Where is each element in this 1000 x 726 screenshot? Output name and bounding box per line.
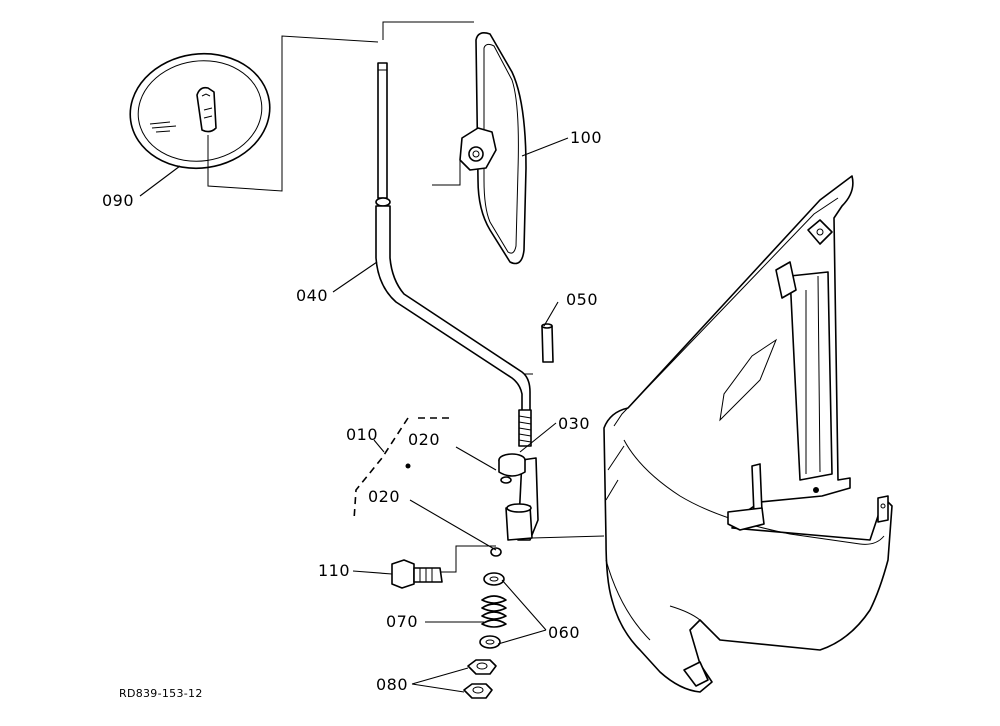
- label-020-lower: 020: [368, 487, 400, 506]
- label-080: 080: [376, 675, 408, 694]
- label-020-upper: 020: [408, 430, 440, 449]
- diagram-code: RD839-153-12: [119, 687, 203, 700]
- label-030: 030: [558, 414, 590, 433]
- pin-050: [541, 323, 554, 363]
- label-070: 070: [386, 612, 418, 631]
- fender-body: [603, 175, 893, 693]
- leader-lines: [139, 137, 569, 693]
- rect-mirror-100: [382, 21, 527, 265]
- label-060: 060: [548, 623, 580, 642]
- bolt-110: [391, 545, 496, 589]
- bracket-assembly-010: [353, 417, 605, 557]
- label-040: 040: [296, 286, 328, 305]
- label-110: 110: [318, 561, 350, 580]
- label-010: 010: [346, 425, 378, 444]
- fastener-stack: [463, 572, 507, 699]
- mirror-rod-040: [375, 62, 533, 447]
- label-050: 050: [566, 290, 598, 309]
- round-mirror-090: [129, 35, 379, 192]
- label-090: 090: [102, 191, 134, 210]
- label-100: 100: [570, 128, 602, 147]
